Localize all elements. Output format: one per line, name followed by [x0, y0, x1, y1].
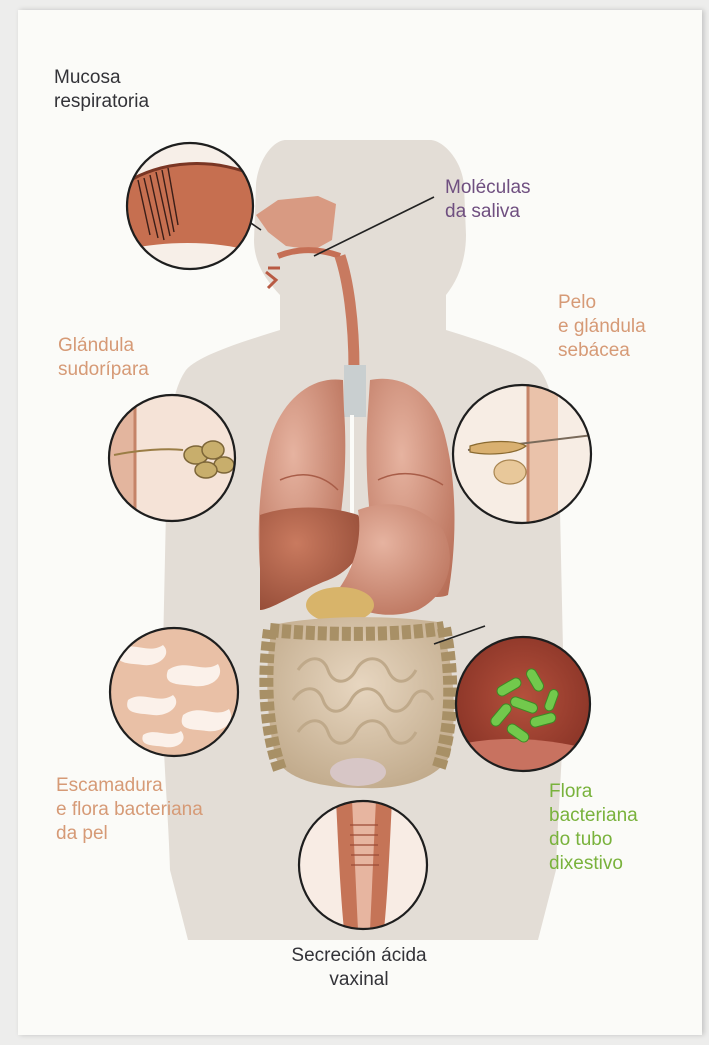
- label-line: sebácea: [558, 339, 646, 363]
- label-line: sudorípara: [58, 358, 149, 382]
- label-line: vaxinal: [274, 968, 444, 992]
- label-glandula-sudoripara: Glándula sudorípara: [58, 334, 149, 382]
- label-line: da saliva: [445, 200, 531, 224]
- label-line: e flora bacteriana: [56, 798, 203, 822]
- label-line: bacteriana: [549, 804, 638, 828]
- label-line: Glándula: [58, 334, 149, 358]
- label-line: e glándula: [558, 315, 646, 339]
- vaginal-inset: [298, 800, 428, 930]
- label-line: Pelo: [558, 291, 646, 315]
- intestines: [266, 617, 453, 788]
- label-line: respiratoria: [54, 90, 149, 114]
- label-line: Secreción ácida: [274, 944, 444, 968]
- label-line: Escamadura: [56, 774, 203, 798]
- label-line: Flora: [549, 780, 638, 804]
- mucosa-inset: [118, 140, 268, 280]
- body-defense-illustration: [18, 10, 702, 1035]
- label-mucosa-respiratoria: Mucosa respiratoria: [54, 66, 149, 114]
- label-line: do tubo: [549, 828, 638, 852]
- label-line: Moléculas: [445, 176, 531, 200]
- label-line: da pel: [56, 822, 203, 846]
- label-secrecion-acida-vaxinal: Secreción ácida vaxinal: [274, 944, 444, 992]
- label-flora-tubo-dixestivo: Flora bacteriana do tubo dixestivo: [549, 780, 638, 876]
- label-line: dixestivo: [549, 852, 638, 876]
- label-moleculas-saliva: Moléculas da saliva: [445, 176, 531, 224]
- label-escamadura-flora: Escamadura e flora bacteriana da pel: [56, 774, 203, 846]
- diagram-page: Mucosa respiratoria Moléculas da saliva …: [18, 10, 702, 1035]
- label-pelo-glandula-sebacea: Pelo e glándula sebácea: [558, 291, 646, 363]
- label-line: Mucosa: [54, 66, 149, 90]
